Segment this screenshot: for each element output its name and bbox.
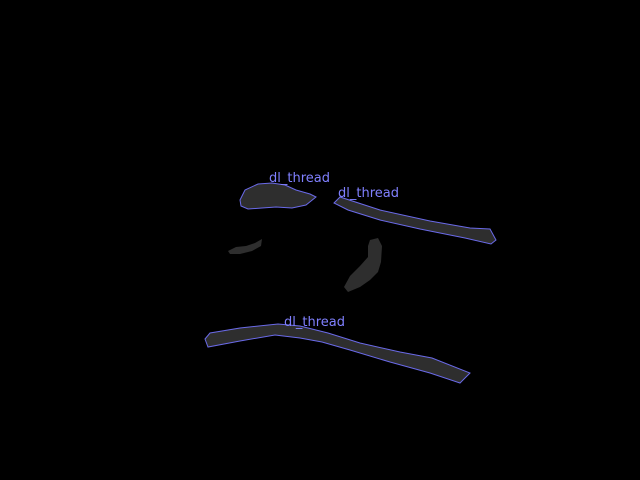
region-2-fill <box>333 196 497 245</box>
annotation-region-2[interactable]: dl_thread <box>333 186 497 245</box>
region-3-label: dl_thread <box>284 315 345 330</box>
region-1-fill <box>239 182 317 210</box>
region-3-fill <box>204 323 471 384</box>
annotation-region-3[interactable]: dl_thread <box>204 315 471 384</box>
region-2-label: dl_thread <box>338 186 399 201</box>
annotation-region-1[interactable]: dl_thread <box>239 171 330 210</box>
blob-shape-left <box>228 239 262 254</box>
blob-shape-center <box>344 238 382 292</box>
region-1-label: dl_thread <box>269 171 330 186</box>
